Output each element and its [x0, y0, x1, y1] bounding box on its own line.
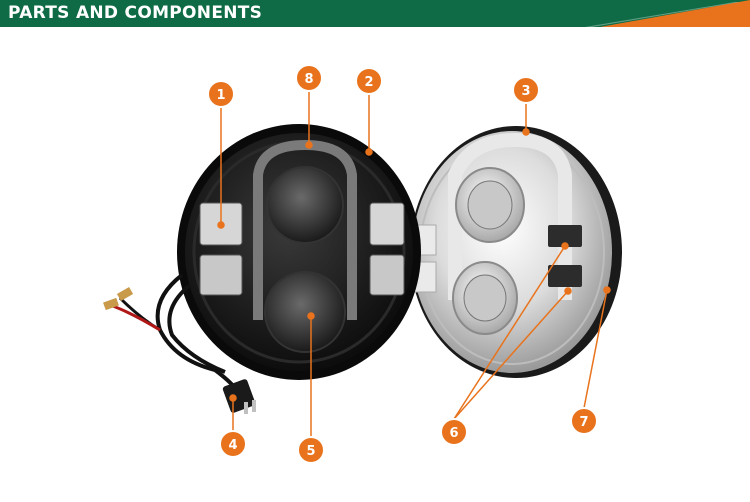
- callout-3: 3: [512, 76, 540, 104]
- callout-4-label: 4: [228, 438, 237, 453]
- banner-title: PARTS AND COMPONENTS: [8, 3, 263, 23]
- callout-7-label: 7: [579, 415, 588, 430]
- callout-2: 2: [355, 67, 383, 95]
- h4-plug: [222, 379, 256, 413]
- callout-5-label: 5: [306, 444, 315, 459]
- callout-6: 6: [440, 418, 468, 446]
- callout-leaders: [217, 90, 611, 437]
- callout-5: 5: [297, 436, 325, 464]
- chrome-headlight: [409, 126, 622, 378]
- callout-2-label: 2: [364, 75, 373, 90]
- callout-6-label: 6: [449, 426, 458, 441]
- callout-1-label: 1: [216, 88, 225, 103]
- callout-4: 4: [219, 430, 247, 458]
- callout-1: 1: [207, 80, 235, 108]
- banner-accent-stripe: [600, 0, 750, 27]
- black-headlight: [177, 124, 421, 380]
- callout-8-label: 8: [304, 72, 313, 87]
- callout-3-label: 3: [521, 84, 530, 99]
- callout-8: 8: [295, 64, 323, 92]
- header-banner: [0, 0, 750, 27]
- wiring-harness: [103, 273, 256, 414]
- callout-7: 7: [570, 407, 598, 435]
